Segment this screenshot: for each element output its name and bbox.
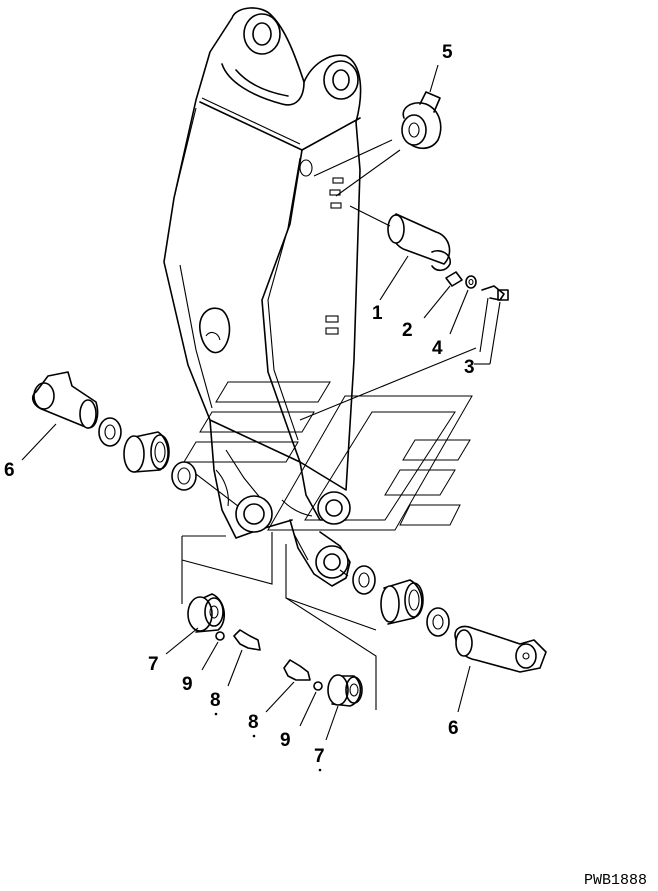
callout-5: 5 xyxy=(442,42,453,63)
callout-8-right: 8 xyxy=(248,712,259,733)
callout-2: 2 xyxy=(402,320,413,341)
part-3-bolt xyxy=(299,285,509,421)
part-5-bushing xyxy=(313,64,442,197)
watermark-logo xyxy=(183,381,473,531)
part-1-pin xyxy=(349,205,451,301)
part-4-washer xyxy=(449,275,477,335)
callout-4: 4 xyxy=(432,338,443,359)
callout-9-right: 9 xyxy=(280,730,291,751)
callout-7-left: 7 xyxy=(148,654,159,675)
callout-1: 1 xyxy=(372,303,383,324)
lower-right-cap-group xyxy=(265,659,363,741)
drawing-code: PWB1888 xyxy=(584,872,647,889)
bracket-outline-left xyxy=(181,532,273,604)
callout-6-right: 6 xyxy=(448,718,459,739)
bracket-outline-right xyxy=(285,544,377,710)
right-pin-assembly xyxy=(339,565,547,713)
arm-body xyxy=(163,7,362,587)
lower-left-cap-group xyxy=(165,593,261,687)
left-pin-assembly xyxy=(21,371,239,507)
callout-8-left: 8 xyxy=(210,690,221,711)
callout-6-left: 6 xyxy=(4,460,15,481)
callout-9-left: 9 xyxy=(182,674,193,695)
callout-7-right: 7 xyxy=(314,746,325,767)
callout-3: 3 xyxy=(464,357,475,378)
part-2-plate xyxy=(423,271,463,319)
